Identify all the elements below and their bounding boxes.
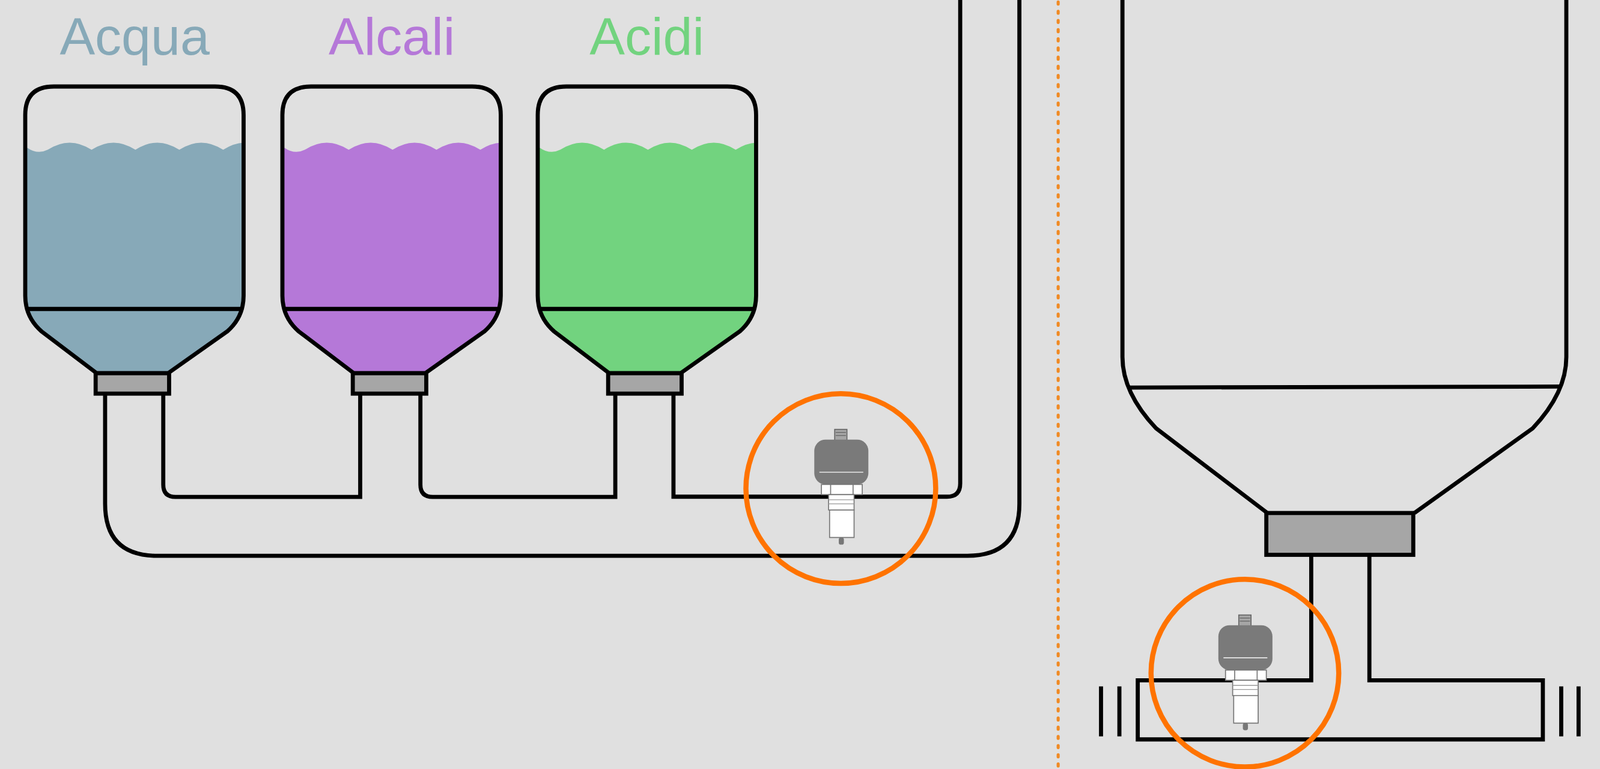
tank-label: Acidi bbox=[537, 10, 756, 64]
pipe-connector bbox=[163, 394, 361, 498]
tank: Acqua bbox=[25, 10, 244, 395]
tank-drawing bbox=[25, 86, 244, 394]
tank: Acidi bbox=[537, 10, 756, 395]
tank-label: Alcali bbox=[282, 10, 501, 64]
pipe-connector bbox=[420, 394, 616, 498]
tank-drawing bbox=[537, 86, 756, 394]
tank-drawing bbox=[282, 86, 501, 394]
tank-label: Acqua bbox=[25, 10, 244, 64]
tank: Alcali bbox=[282, 10, 501, 395]
